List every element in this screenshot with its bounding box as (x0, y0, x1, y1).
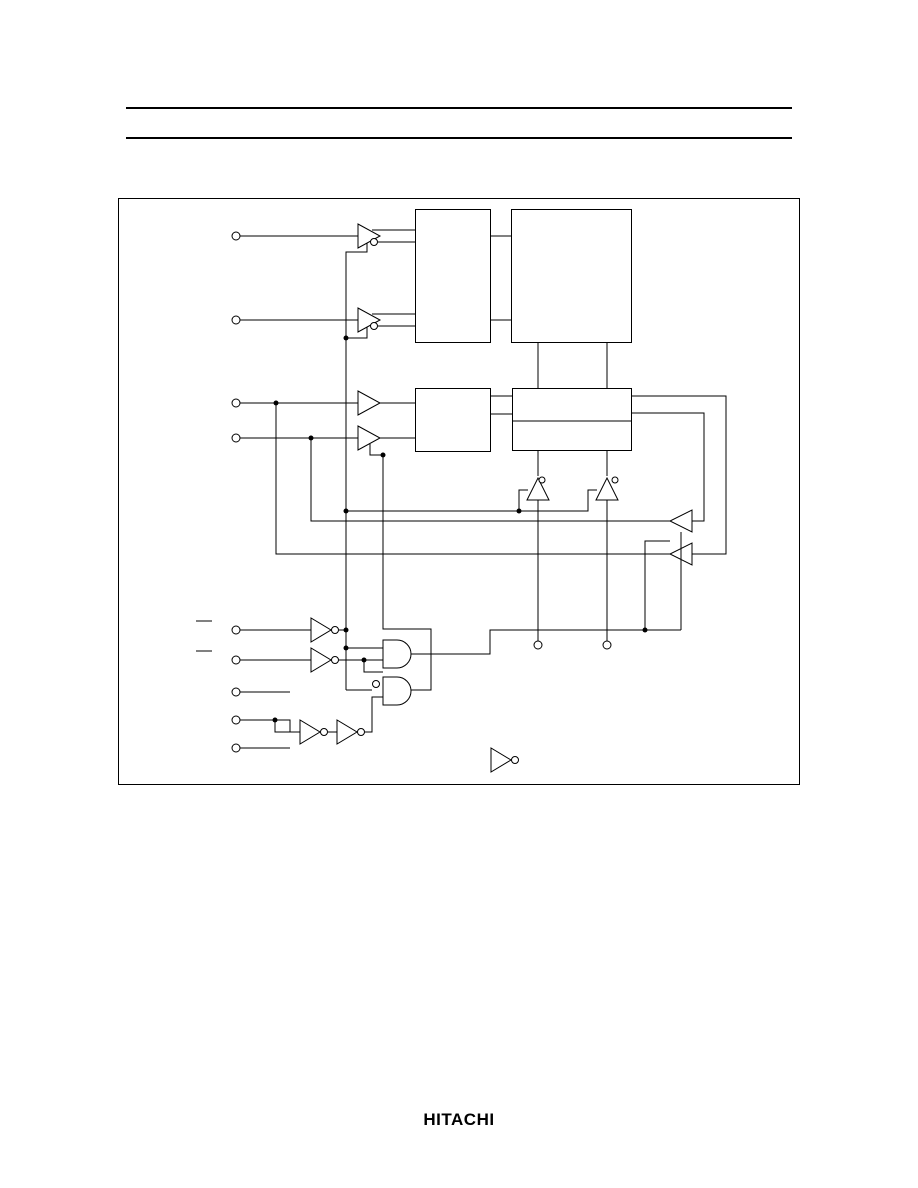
address-buffer (357, 223, 382, 249)
and-gate (382, 676, 412, 706)
diagram-frame (118, 198, 800, 785)
header-rule-bottom (126, 137, 792, 139)
pin-terminal (231, 433, 241, 443)
data-io-buffers (275, 395, 727, 641)
control-logic (240, 252, 681, 749)
address-buffer (357, 307, 382, 333)
inversion-bubble (357, 728, 365, 736)
row-decoder-block (415, 209, 491, 343)
data-pin-terminal (602, 640, 612, 650)
column-io-block (512, 388, 632, 451)
inversion-bubble (331, 656, 339, 664)
pin-terminal (231, 315, 241, 325)
column-buffer (357, 425, 382, 451)
input-buffer (668, 509, 693, 533)
inverter (336, 719, 358, 745)
output-buffer (526, 476, 550, 501)
hitachi-logo: HITACHI (423, 1110, 495, 1129)
inverter (310, 617, 332, 643)
inverter (299, 719, 321, 745)
pin-terminal (231, 655, 241, 665)
inversion-bubble (331, 626, 339, 634)
pin-terminal (231, 715, 241, 725)
inversion-bubble (538, 476, 546, 484)
inversion-bubble (372, 680, 380, 688)
inverter (310, 647, 332, 673)
inversion-bubble (511, 756, 519, 764)
inversion-bubble (370, 322, 378, 330)
inversion-bubble (370, 238, 378, 246)
column-decoder-block (415, 388, 491, 452)
pin-terminal (231, 687, 241, 697)
junction-dots (272, 335, 648, 723)
memory-array-block (511, 209, 632, 343)
pin-terminal (231, 625, 241, 635)
pin-terminal (231, 398, 241, 408)
and-gate (382, 639, 412, 669)
header-rule-top (126, 107, 792, 109)
pin-terminal (231, 743, 241, 753)
inversion-bubble (320, 728, 328, 736)
pin-terminal (231, 231, 241, 241)
column-buffer (357, 390, 382, 416)
column-buffers (240, 390, 415, 456)
input-pins (196, 231, 241, 753)
address-buffers (240, 223, 415, 339)
data-pin-terminal (533, 640, 543, 650)
legend-inverter-symbol (490, 747, 512, 773)
inversion-bubble (611, 476, 619, 484)
